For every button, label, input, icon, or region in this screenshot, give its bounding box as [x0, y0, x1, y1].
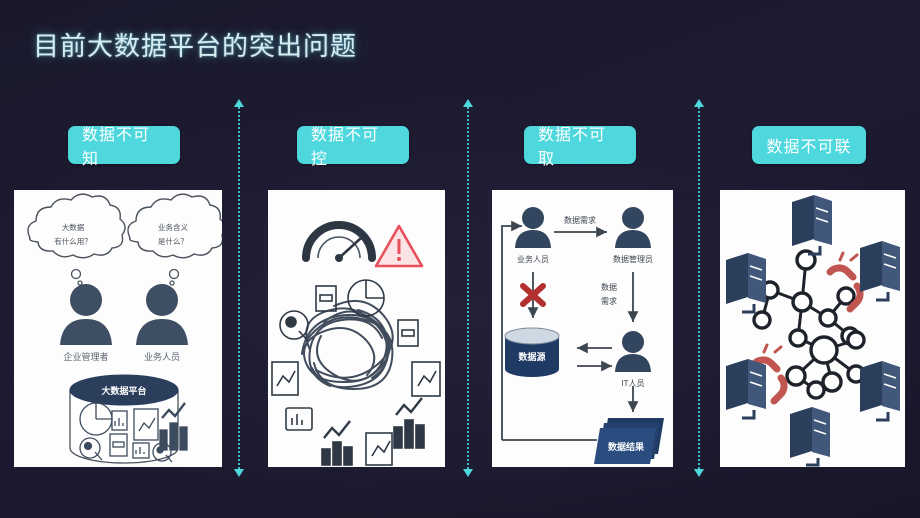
- document-chart-icon-bottom: [365, 432, 393, 466]
- label-data-manager: 数据管理员: [613, 254, 653, 264]
- document-chart-icon: [133, 408, 159, 441]
- person-data-manager: [615, 207, 651, 248]
- label-data-source: 数据源: [518, 351, 545, 362]
- panel-data-unobtainable: 业务人员 数据管理员 IT人员: [492, 190, 673, 467]
- label-data-result: 数据结果: [608, 441, 645, 452]
- server-icon-top: [792, 195, 832, 256]
- person-business: [515, 207, 551, 248]
- arrow-up-icon: [463, 99, 473, 107]
- arrow-label-need: 需求: [601, 296, 617, 306]
- person-silhouette-business: [136, 284, 188, 345]
- platform-label: 大数据平台: [101, 385, 146, 396]
- caption-business: 业务人员: [144, 351, 180, 362]
- network-nodes: [752, 249, 866, 400]
- column-divider-3: [693, 99, 704, 477]
- magnifier-icon: [79, 437, 103, 461]
- arrow-label-data: 数据: [601, 282, 617, 292]
- divider-line: [238, 107, 241, 469]
- bubble-right-line2: 是什么？: [158, 236, 188, 246]
- floppy-disk-icon-top: [315, 285, 337, 312]
- bubble-left-line2: 有什么用？: [54, 236, 92, 246]
- chip-data-unknowable[interactable]: 数据不可知: [68, 126, 180, 168]
- document-chart-icon-right: [411, 361, 441, 397]
- chip-data-unobtainable[interactable]: 数据不可取: [524, 126, 636, 168]
- document-chart-icon-left: [271, 361, 299, 396]
- divider-line: [467, 107, 470, 469]
- thought-bubble-right: [127, 193, 222, 259]
- server-icon-right-top: [860, 241, 900, 302]
- label-business-person: 业务人员: [517, 254, 549, 264]
- broken-link-icon-top: [826, 251, 864, 313]
- small-chart-icon: [132, 442, 150, 459]
- chip-data-unlinkable[interactable]: 数据不可联: [752, 126, 866, 164]
- divider-line: [698, 107, 701, 469]
- person-it: [615, 331, 651, 372]
- thought-bubble-right-tail: [168, 268, 180, 286]
- thought-bubble-left-tail: [70, 268, 83, 286]
- caption-manager: 企业管理者: [63, 351, 108, 362]
- cylinder-icons: [79, 402, 188, 463]
- server-icon-left-top: [726, 253, 766, 314]
- bubble-right-line1: 业务含义: [158, 222, 188, 232]
- tangled-scribble: [301, 299, 394, 391]
- label-it-person: IT人员: [621, 379, 644, 388]
- bar-chart-icon-bottom: [321, 420, 353, 466]
- bubble-left-line1: 大数据: [62, 222, 85, 232]
- data-result-stack: [594, 418, 664, 464]
- panel-data-uncontrollable: [268, 190, 445, 467]
- panel-data-unlinkable: [720, 190, 905, 467]
- arrow-down-icon: [694, 469, 704, 477]
- panel-data-unknowable: 大数据 有什么用？ 业务含义 是什么？ 企业管理者 业务人员: [14, 190, 222, 467]
- warning-triangle-icon: [374, 224, 424, 268]
- chip-data-uncontrollable[interactable]: 数据不可控: [297, 126, 409, 168]
- gauge-icon: [302, 221, 376, 262]
- arrow-down-icon: [463, 469, 473, 477]
- person-silhouette-manager: [60, 284, 112, 345]
- server-icon-left-bottom: [726, 359, 766, 420]
- arrow-up-icon: [694, 99, 704, 107]
- blocked-x-icon: [520, 283, 546, 307]
- tablet-chart-icon: [285, 407, 313, 431]
- tag-icon-left: [279, 310, 309, 342]
- arrow-down-icon: [234, 469, 244, 477]
- tag-icon: [152, 442, 173, 463]
- thought-bubble-left: [27, 193, 126, 259]
- column-divider-1: [233, 99, 244, 477]
- floppy-disk-icon: [109, 433, 128, 457]
- bar-chart-icon-right: [393, 397, 425, 449]
- floppy-disk-icon-right: [397, 319, 419, 347]
- data-source-cylinder: [504, 327, 560, 377]
- arrow-label-request-top: 数据需求: [564, 215, 596, 225]
- big-data-platform-cylinder: [69, 374, 179, 464]
- pie-chart-icon: [347, 279, 385, 317]
- server-icon-bottom: [790, 407, 830, 467]
- arrow-up-icon: [234, 99, 244, 107]
- bar-chart-icon: [159, 402, 188, 451]
- page-title: 目前大数据平台的突出问题: [33, 31, 358, 61]
- server-icon-right-bottom: [860, 361, 900, 422]
- column-divider-2: [462, 99, 473, 477]
- tablet-chart-icon: [111, 410, 128, 431]
- arrow-result-back-v: [501, 220, 522, 440]
